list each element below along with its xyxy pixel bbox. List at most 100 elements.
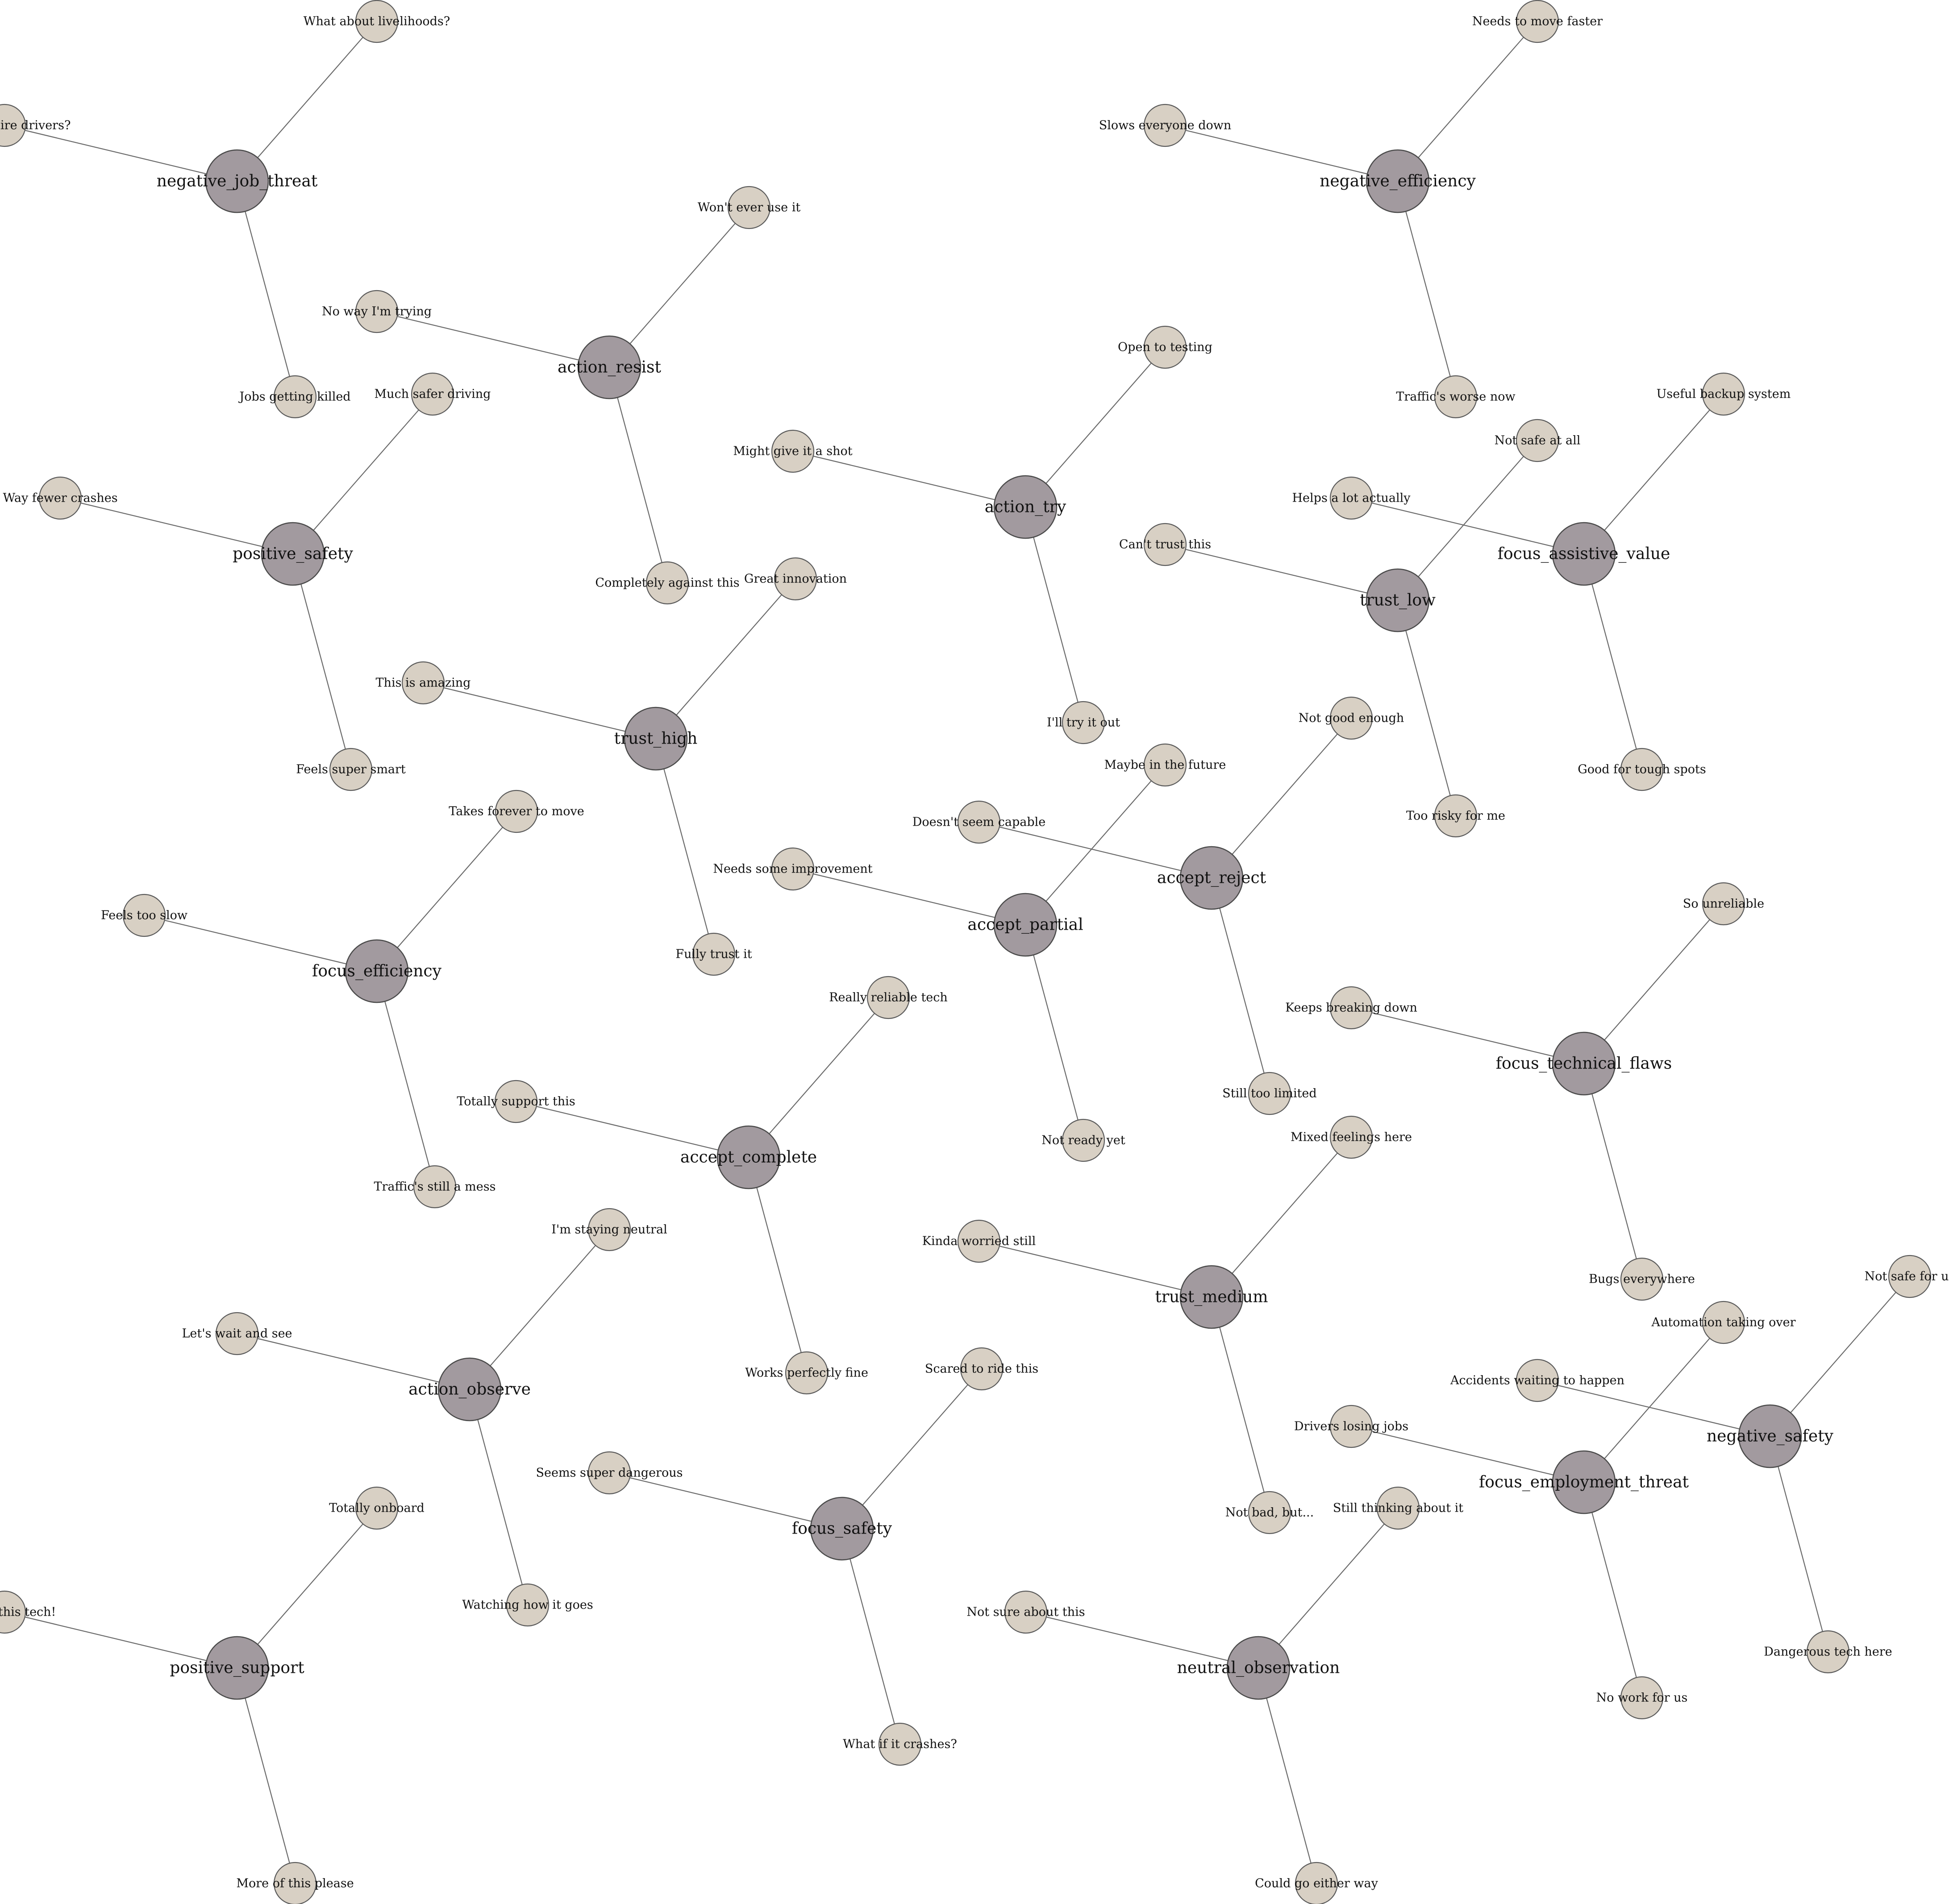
leaf-node-needs-to-move-faster: Needs to move faster bbox=[1472, 0, 1603, 43]
edge-negative-efficiency-traffic-s-worse-now bbox=[1397, 181, 1457, 397]
hub-node-focus-assistive-value: focus_assistive_value bbox=[1498, 522, 1670, 586]
leaf-circle bbox=[1329, 1405, 1373, 1448]
leaf-circle bbox=[413, 1165, 457, 1209]
hub-node-accept-reject: accept_reject bbox=[1157, 846, 1266, 910]
hub-circle bbox=[1179, 1265, 1244, 1329]
edge-focus-assistive-value-good-for-tough-spots bbox=[1583, 553, 1643, 770]
hub-circle bbox=[993, 893, 1058, 957]
leaf-label: Might give it a shot bbox=[733, 445, 852, 458]
leaf-node-bugs-everywhere: Bugs everywhere bbox=[1589, 1257, 1695, 1301]
hub-node-trust-high: trust_high bbox=[614, 707, 697, 771]
leaf-label: Not safe for us bbox=[1865, 1270, 1949, 1284]
leaf-node-not-good-enough: Not good enough bbox=[1299, 696, 1404, 740]
hub-label: negative_safety bbox=[1707, 1427, 1834, 1446]
leaf-label: Still too limited bbox=[1222, 1087, 1316, 1101]
leaf-node-totally-onboard: Totally onboard bbox=[329, 1486, 425, 1530]
leaf-label: Can't trust this bbox=[1119, 538, 1211, 552]
leaf-node-what-if-it-crashes: What if it crashes? bbox=[843, 1722, 957, 1766]
hub-label: trust_medium bbox=[1155, 1288, 1268, 1306]
leaf-circle bbox=[1248, 1491, 1291, 1534]
edge-accept-partial-maybe-in-the-future bbox=[1025, 765, 1166, 925]
edge-trust-high-this-is-amazing bbox=[423, 682, 656, 740]
hub-circle bbox=[1179, 846, 1244, 910]
hub-node-action-observe: action_observe bbox=[408, 1357, 531, 1422]
leaf-label: Won't ever use it bbox=[698, 201, 801, 215]
leaf-circle bbox=[1620, 748, 1664, 791]
leaf-circle bbox=[38, 476, 82, 520]
leaf-circle bbox=[727, 186, 771, 229]
leaf-label: Not good enough bbox=[1299, 711, 1404, 725]
leaf-label: What if it crashes? bbox=[843, 1738, 957, 1751]
edge-neutral-observation-still-thinking-about-it bbox=[1258, 1508, 1399, 1668]
leaf-label: Too risky for me bbox=[1406, 809, 1505, 823]
leaf-label: Much safer driving bbox=[375, 387, 491, 401]
leaf-node-no-way-i-m-trying: No way I'm trying bbox=[322, 290, 432, 333]
leaf-circle bbox=[771, 847, 815, 891]
edge-focus-efficiency-takes-forever-to-move bbox=[376, 811, 517, 972]
leaf-circle bbox=[1702, 882, 1745, 926]
leaf-node-automation-taking-over: Automation taking over bbox=[1651, 1301, 1796, 1344]
leaf-label: Not bad, but... bbox=[1225, 1506, 1314, 1520]
leaf-circle bbox=[1702, 372, 1745, 416]
leaf-circle bbox=[1434, 794, 1478, 838]
leaf-circle bbox=[692, 932, 736, 976]
leaf-label: Accidents waiting to happen bbox=[1450, 1374, 1624, 1388]
hub-circle bbox=[1552, 1031, 1616, 1096]
hub-circle bbox=[205, 1636, 269, 1700]
edge-action-resist-no-way-i-m-trying bbox=[376, 311, 610, 368]
hub-circle bbox=[261, 522, 325, 586]
edge-trust-low-can-t-trust-this bbox=[1165, 544, 1398, 601]
hub-circle bbox=[716, 1125, 781, 1189]
leaf-circle bbox=[1516, 0, 1559, 43]
edge-accept-partial-needs-some-improvement bbox=[792, 868, 1026, 926]
leaf-node-really-reliable-tech: Really reliable tech bbox=[829, 976, 948, 1019]
hub-circle bbox=[1552, 522, 1616, 586]
leaf-label: Why not hire drivers? bbox=[0, 119, 71, 133]
leaf-circle bbox=[957, 800, 1001, 844]
hub-node-focus-safety: focus_safety bbox=[792, 1497, 892, 1561]
leaf-circle bbox=[0, 104, 26, 147]
leaf-node-can-t-trust-this: Can't trust this bbox=[1119, 523, 1211, 566]
leaf-circle bbox=[1004, 1590, 1048, 1634]
leaf-label: Could go either way bbox=[1255, 1877, 1378, 1891]
hub-circle bbox=[1226, 1636, 1291, 1700]
leaf-label: I'll try it out bbox=[1047, 716, 1120, 730]
leaf-circle bbox=[1143, 743, 1187, 787]
leaf-label: Needs some improvement bbox=[713, 862, 872, 876]
edge-action-observe-let-s-wait-and-see bbox=[237, 1333, 470, 1390]
leaf-label: Not ready yet bbox=[1041, 1134, 1125, 1147]
leaf-label: Feels super smart bbox=[296, 763, 406, 777]
edge-positive-support-more-of-this-please bbox=[236, 1667, 296, 1884]
edge-positive-support-loving-this-tech bbox=[4, 1611, 237, 1669]
edge-trust-medium-kinda-worried-still bbox=[979, 1240, 1212, 1298]
hub-circle bbox=[205, 149, 269, 213]
leaf-node-not-safe-for-us: Not safe for us bbox=[1865, 1255, 1949, 1298]
leaf-label: This is amazing bbox=[376, 676, 471, 690]
edge-focus-employment-threat-automation-taking-over bbox=[1583, 1322, 1724, 1483]
leaf-node-great-innovation: Great innovation bbox=[744, 557, 847, 601]
leaf-label: What about livelihoods? bbox=[304, 15, 450, 29]
leaf-node-kinda-worried-still: Kinda worried still bbox=[922, 1219, 1036, 1263]
leaf-circle bbox=[355, 0, 399, 43]
leaf-node-not-bad-but: Not bad, but... bbox=[1225, 1491, 1314, 1534]
leaf-circle bbox=[1806, 1630, 1850, 1674]
leaf-node-jobs-getting-killed: Jobs getting killed bbox=[238, 375, 351, 419]
leaf-label: Open to testing bbox=[1118, 341, 1212, 354]
hub-label: accept_reject bbox=[1157, 869, 1266, 887]
edge-focus-efficiency-feels-too-slow bbox=[144, 915, 377, 972]
leaf-node-so-unreliable: So unreliable bbox=[1683, 882, 1764, 926]
hub-label: focus_safety bbox=[792, 1520, 892, 1538]
leaf-label: Mixed feelings here bbox=[1291, 1131, 1412, 1144]
leaf-label: Doesn't seem capable bbox=[912, 815, 1045, 829]
edge-trust-medium-not-bad-but bbox=[1211, 1297, 1270, 1513]
leaf-circle bbox=[355, 1486, 399, 1530]
edge-focus-technical-flaws-keeps-breaking-down bbox=[1351, 1007, 1584, 1064]
leaf-circle bbox=[587, 1451, 631, 1495]
leaf-circle bbox=[506, 1583, 550, 1627]
leaf-node-takes-forever-to-move: Takes forever to move bbox=[449, 790, 584, 833]
edge-negative-safety-accidents-waiting-to-happen bbox=[1537, 1380, 1770, 1437]
leaf-circle bbox=[960, 1347, 1004, 1391]
hub-node-accept-complete: accept_complete bbox=[680, 1125, 817, 1189]
